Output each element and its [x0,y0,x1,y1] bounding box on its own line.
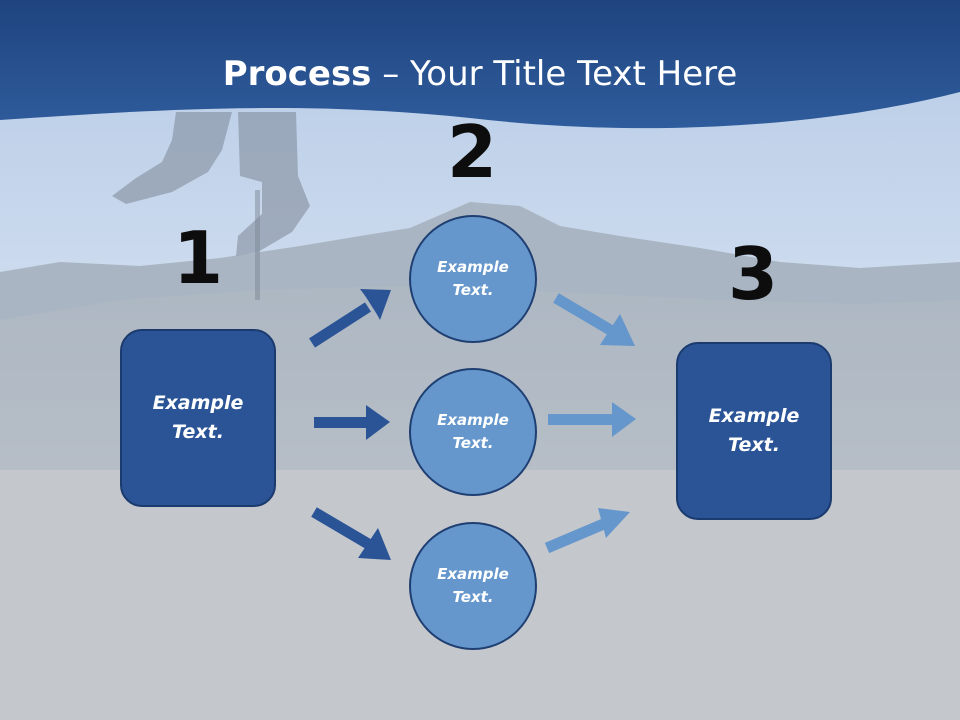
arrow-to-bottom [311,507,391,560]
left-process-box: Example Text. [120,329,276,507]
title-rest: – Your Title Text Here [371,54,738,94]
arrow-from-top [553,293,635,346]
right-process-box: Example Text. [676,342,832,520]
right-box-text: Example Text. [708,405,800,456]
circle-top-text: Example Text. [437,258,509,299]
step-number-3: 3 [727,232,779,316]
circle-bottom: Example Text. [409,522,537,650]
circle-middle-text: Example Text. [437,411,509,452]
arrow-from-bottom [544,508,630,554]
step-number-2: 2 [446,110,498,194]
arrow-to-middle [314,405,390,440]
circle-bottom-text: Example Text. [437,565,509,606]
arrow-from-middle [548,402,636,437]
left-box-text: Example Text. [152,392,244,443]
circle-middle: Example Text. [409,368,537,496]
slide-title: Process – Your Title Text Here [0,52,960,96]
circle-top: Example Text. [409,215,537,343]
step-number-1: 1 [172,216,224,300]
title-bold: Process [222,54,372,94]
arrow-to-top [309,289,391,348]
